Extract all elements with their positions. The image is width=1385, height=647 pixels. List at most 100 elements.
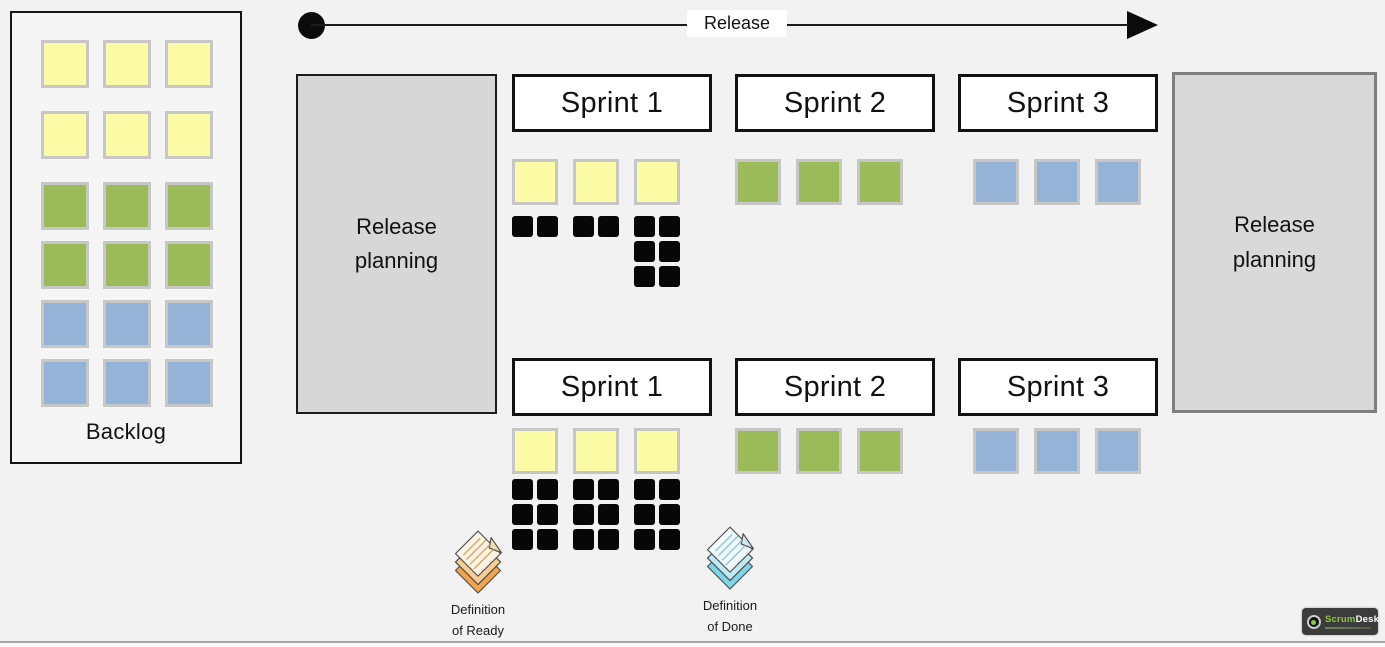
card-stack [857,428,903,474]
definition-label-line: Definition [702,598,758,613]
task-card [573,479,594,500]
backlog-card-yellow [103,111,151,159]
task-card [634,479,655,500]
sprint-section-top-1: Sprint 1 [512,74,712,287]
card-stack [512,428,558,550]
sprint-cards [512,428,712,550]
backlog-grid [41,40,213,407]
story-card-green [857,428,903,474]
task-card [634,241,655,262]
backlog-row [41,182,213,230]
sprint-header: Sprint 3 [958,74,1158,132]
card-stack [857,159,903,205]
task-group [634,479,680,550]
task-card [512,529,533,550]
backlog-card-blue [165,300,213,348]
task-card [634,529,655,550]
task-group [573,216,619,237]
story-card-yellow [573,428,619,474]
card-stack [973,159,1019,205]
story-card-green [796,159,842,205]
sprint-cards [735,428,935,474]
card-stack [1095,159,1141,205]
task-card [573,529,594,550]
task-card [598,479,619,500]
story-card-blue [973,159,1019,205]
backlog-panel: Backlog [10,11,242,464]
backlog-card-green [103,182,151,230]
release-planning-box-left: Release planning [296,74,497,414]
task-card [537,504,558,525]
story-card-yellow [512,428,558,474]
release-planning-box-right: Release planning [1172,72,1377,413]
definition-of-done: Definition of Done [674,525,786,637]
task-card [659,504,680,525]
task-card [634,266,655,287]
task-card [573,504,594,525]
sprint-header: Sprint 2 [735,358,935,416]
backlog-card-blue [103,300,151,348]
task-card [659,479,680,500]
card-stack [1095,428,1141,474]
scrumdesk-logo-text: ScrumDesk [1325,613,1380,629]
stacked-pages-icon [706,526,755,590]
task-card [659,266,680,287]
task-card [634,504,655,525]
logo-brand-secondary: Desk [1355,613,1380,625]
backlog-row [41,359,213,407]
logo-brand-primary: Scrum [1325,613,1356,625]
sprint-header: Sprint 3 [958,358,1158,416]
card-stack [735,428,781,474]
backlog-card-yellow [41,111,89,159]
backlog-card-blue [41,359,89,407]
card-stack [796,159,842,205]
backlog-card-green [103,241,151,289]
backlog-card-green [41,182,89,230]
story-card-blue [1095,159,1141,205]
story-card-blue [973,428,1019,474]
task-group [634,216,680,287]
backlog-label: Backlog [85,419,167,444]
story-card-yellow [634,428,680,474]
story-card-green [796,428,842,474]
task-card [512,216,533,237]
backlog-card-green [165,182,213,230]
stacked-pages-icon [454,530,503,594]
backlog-card-yellow [165,40,213,88]
definition-of-done-label: Definition of Done [703,595,757,637]
sprint-cards [512,159,712,287]
card-stack [634,428,680,550]
bottom-border-line [0,641,1385,643]
scrumdesk-logo-icon [1307,614,1321,629]
card-stack [1034,428,1080,474]
definition-label-line: Definition [450,602,506,617]
sprint-cards [973,159,1158,205]
backlog-card-green [165,241,213,289]
sprint-header: Sprint 2 [735,74,935,132]
sprint-section-bottom-3: Sprint 3 [958,358,1158,474]
backlog-row [41,241,213,289]
task-card [598,529,619,550]
card-stack [735,159,781,205]
logo-tagline [1325,626,1371,629]
backlog-row [41,40,213,88]
release-planning-left-label: Release planning [354,213,439,273]
story-card-green [735,159,781,205]
scrumdesk-logo[interactable]: ScrumDesk [1302,608,1380,635]
task-group [512,216,558,237]
bottom-edge-strip [0,643,1385,647]
task-card [573,216,594,237]
story-card-yellow [634,159,680,205]
story-card-blue [1095,428,1141,474]
task-card [659,529,680,550]
backlog-card-blue [165,359,213,407]
definition-of-ready: Definition of Ready [422,529,534,641]
card-stack [796,428,842,474]
task-card [537,479,558,500]
release-label: Release [687,10,787,37]
card-stack [573,428,619,550]
story-card-green [857,159,903,205]
story-card-yellow [512,159,558,205]
story-card-green [735,428,781,474]
card-stack [573,159,619,287]
